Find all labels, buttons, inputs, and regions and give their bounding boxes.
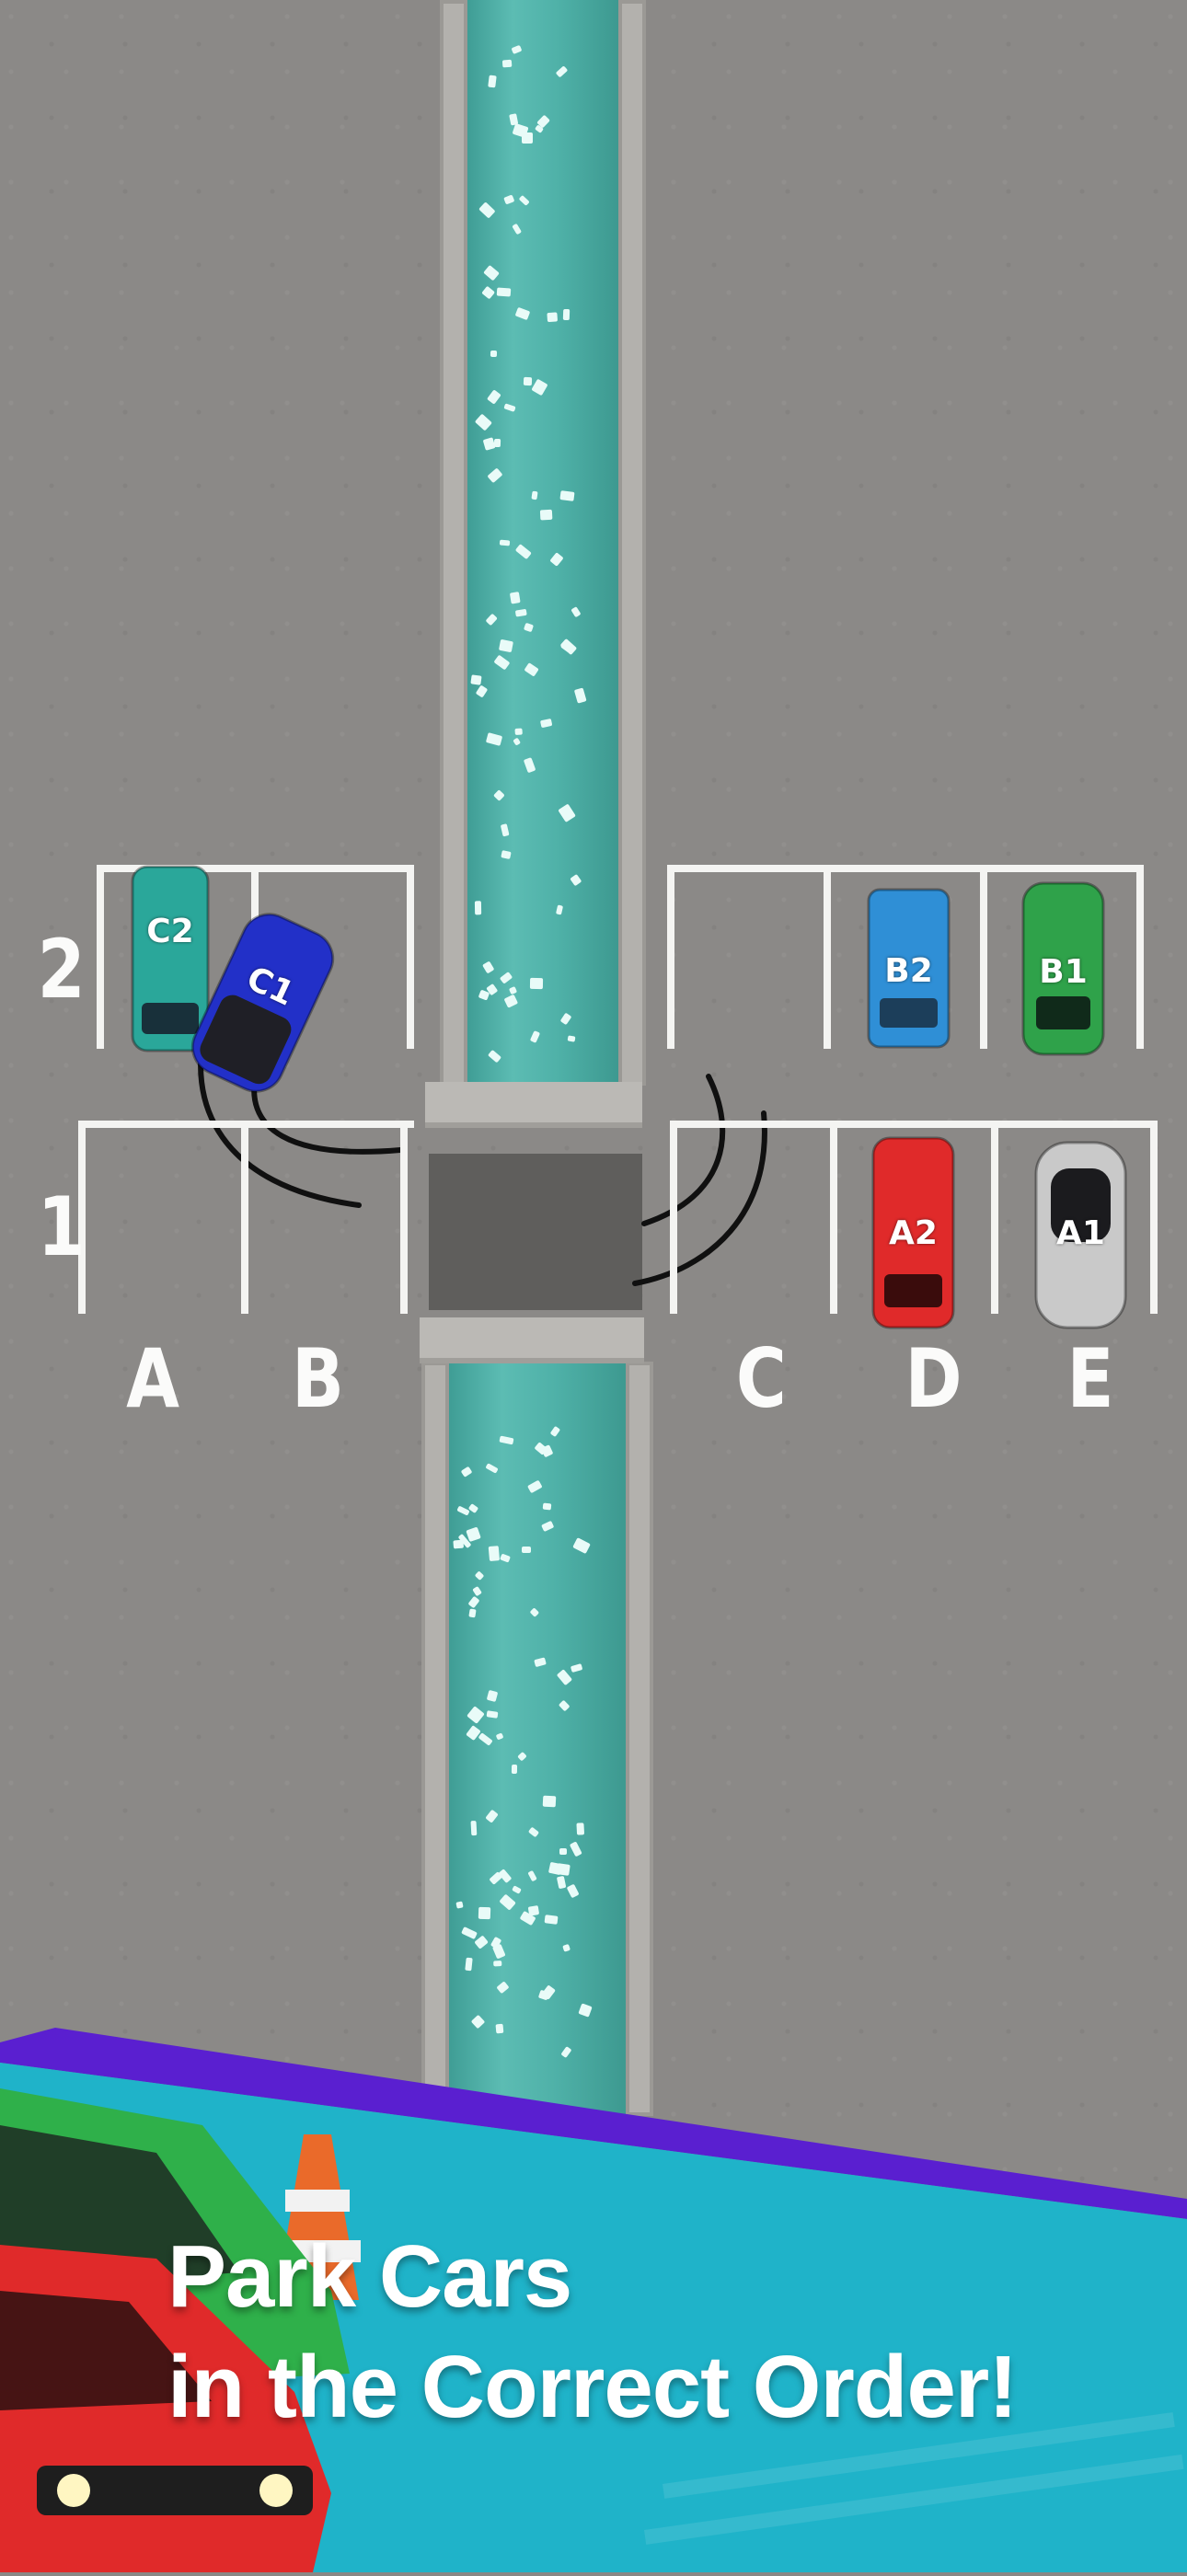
line <box>980 865 987 1049</box>
car-label: C2 <box>146 913 194 950</box>
canal-wall-right-top <box>618 0 646 1086</box>
column-label-d: D <box>905 1331 962 1426</box>
row-label-2: 2 <box>37 922 86 1017</box>
canal-water-top <box>467 0 618 1086</box>
car-body <box>871 1136 955 1329</box>
water-fleck <box>521 1547 531 1554</box>
column-label-c: C <box>735 1331 787 1426</box>
banner-line-1: Park Cars <box>167 2227 572 2326</box>
canal-wall-left-bottom <box>421 1362 449 2116</box>
car-label: B1 <box>1039 953 1088 991</box>
canal-wall-right-bottom <box>626 1362 653 2116</box>
line <box>400 1121 408 1314</box>
line <box>1136 865 1144 1049</box>
line <box>667 865 674 1049</box>
column-label-b: B <box>292 1331 345 1426</box>
car-body <box>1034 1141 1127 1329</box>
car-a1[interactable]: A1 <box>1032 1141 1129 1329</box>
line <box>824 865 831 1049</box>
promo-banner: Park Cars in the Correct Order! <box>0 2006 1187 2572</box>
car-body <box>1021 881 1105 1056</box>
car-b1[interactable]: B1 <box>1020 881 1107 1056</box>
promo-cars-illustration <box>0 2088 361 2572</box>
car-label: A2 <box>889 1214 938 1252</box>
line <box>78 1121 86 1314</box>
car-b2[interactable]: B2 <box>865 888 952 1049</box>
car-label: A1 <box>1056 1214 1105 1252</box>
car-c1[interactable]: C1 <box>178 902 348 1105</box>
canal-wall-left-top <box>440 0 467 1086</box>
row-label-1: 1 <box>37 1179 86 1274</box>
car-body <box>190 913 335 1093</box>
water-fleck <box>522 132 533 144</box>
line <box>667 865 1141 872</box>
line <box>670 1121 677 1314</box>
car-body <box>867 888 951 1049</box>
line <box>97 865 104 1049</box>
car-label: B2 <box>884 952 933 990</box>
water-fleck <box>559 1847 567 1855</box>
column-label-e: E <box>1066 1331 1114 1426</box>
line <box>670 1121 1158 1128</box>
line <box>407 865 414 1049</box>
column-label-a: A <box>126 1331 180 1426</box>
line <box>991 1121 998 1314</box>
car-c2[interactable]: C2 <box>129 865 212 1053</box>
bridge-rail-bottom <box>420 1317 644 1363</box>
banner-line-2: in the Correct Order! <box>167 2338 1018 2436</box>
bridge-rail-top <box>425 1082 642 1128</box>
car-body <box>131 865 210 1052</box>
car-a2[interactable]: A2 <box>870 1136 957 1329</box>
bridge-deck[interactable] <box>429 1154 642 1310</box>
line <box>830 1121 837 1314</box>
line <box>1150 1121 1158 1314</box>
line <box>241 1121 248 1314</box>
